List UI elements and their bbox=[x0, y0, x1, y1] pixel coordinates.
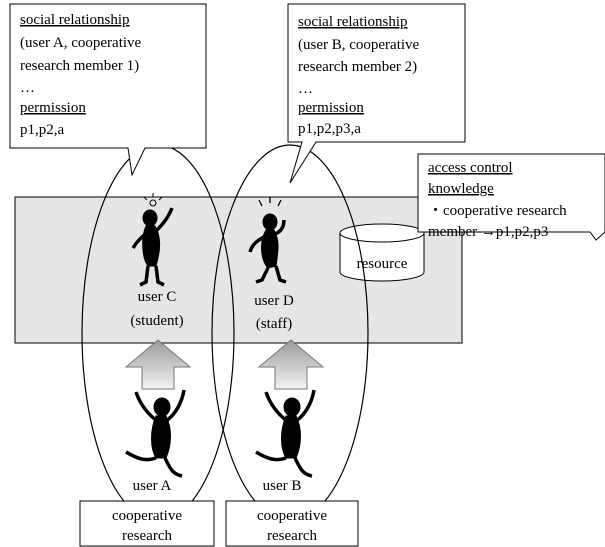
callout-left-permission-values: p1,p2,a bbox=[20, 122, 65, 138]
user-d-figure: user D (staff) bbox=[248, 197, 294, 332]
user-c-role: (student) bbox=[130, 313, 183, 329]
user-b-name: user B bbox=[263, 478, 302, 494]
group-right-line2: research bbox=[267, 528, 317, 544]
user-a-figure: user A bbox=[125, 389, 186, 494]
user-b-figure: user B bbox=[255, 389, 316, 494]
group-box-right: cooperative research bbox=[225, 500, 359, 547]
access-control-box: access control knowledge ・cooperative re… bbox=[417, 153, 605, 241]
callout-right-line2: research member 2) bbox=[298, 59, 417, 75]
acl-heading-1: access control bbox=[428, 160, 513, 176]
resource-label: resource bbox=[357, 256, 408, 272]
user-c-name: user C bbox=[138, 289, 177, 305]
group-right-line1: cooperative bbox=[257, 508, 327, 524]
callout-right-permission-heading: permission bbox=[298, 100, 364, 116]
arrow-up-left bbox=[124, 339, 192, 390]
acl-heading-2: knowledge bbox=[428, 181, 494, 197]
group-box-left: cooperative research bbox=[79, 500, 215, 547]
callout-right-heading: social relationship bbox=[298, 14, 408, 30]
resource-cylinder: resource bbox=[339, 223, 425, 282]
callout-left-line2: research member 1) bbox=[20, 58, 139, 74]
callout-right-ellipsis: … bbox=[298, 81, 313, 97]
callout-left-permission-heading: permission bbox=[20, 100, 86, 116]
group-left-line2: research bbox=[122, 528, 172, 544]
user-d-role: (staff) bbox=[256, 316, 292, 332]
user-d-name: user D bbox=[254, 293, 294, 309]
callout-right: social relationship (user B, cooperative… bbox=[287, 3, 466, 184]
user-c-figure: user C (student) bbox=[130, 193, 184, 329]
acl-line-2: member →p1,p2,p3 bbox=[428, 224, 548, 240]
callout-left-line1: (user A, cooperative bbox=[20, 35, 142, 51]
callout-left-heading: social relationship bbox=[20, 12, 130, 28]
user-a-name: user A bbox=[133, 478, 172, 494]
callout-right-line1: (user B, cooperative bbox=[298, 37, 420, 53]
group-left-line1: cooperative bbox=[112, 508, 182, 524]
lightbulb-icon bbox=[143, 193, 163, 207]
callout-left: social relationship (user A, cooperative… bbox=[9, 3, 207, 177]
callout-left-ellipsis: … bbox=[20, 80, 35, 96]
exclamation-icon bbox=[258, 197, 282, 207]
acl-line-1: ・cooperative research bbox=[428, 203, 567, 219]
callout-right-permission-values: p1,p2,p3,a bbox=[298, 121, 361, 137]
arrow-up-right bbox=[257, 339, 325, 390]
